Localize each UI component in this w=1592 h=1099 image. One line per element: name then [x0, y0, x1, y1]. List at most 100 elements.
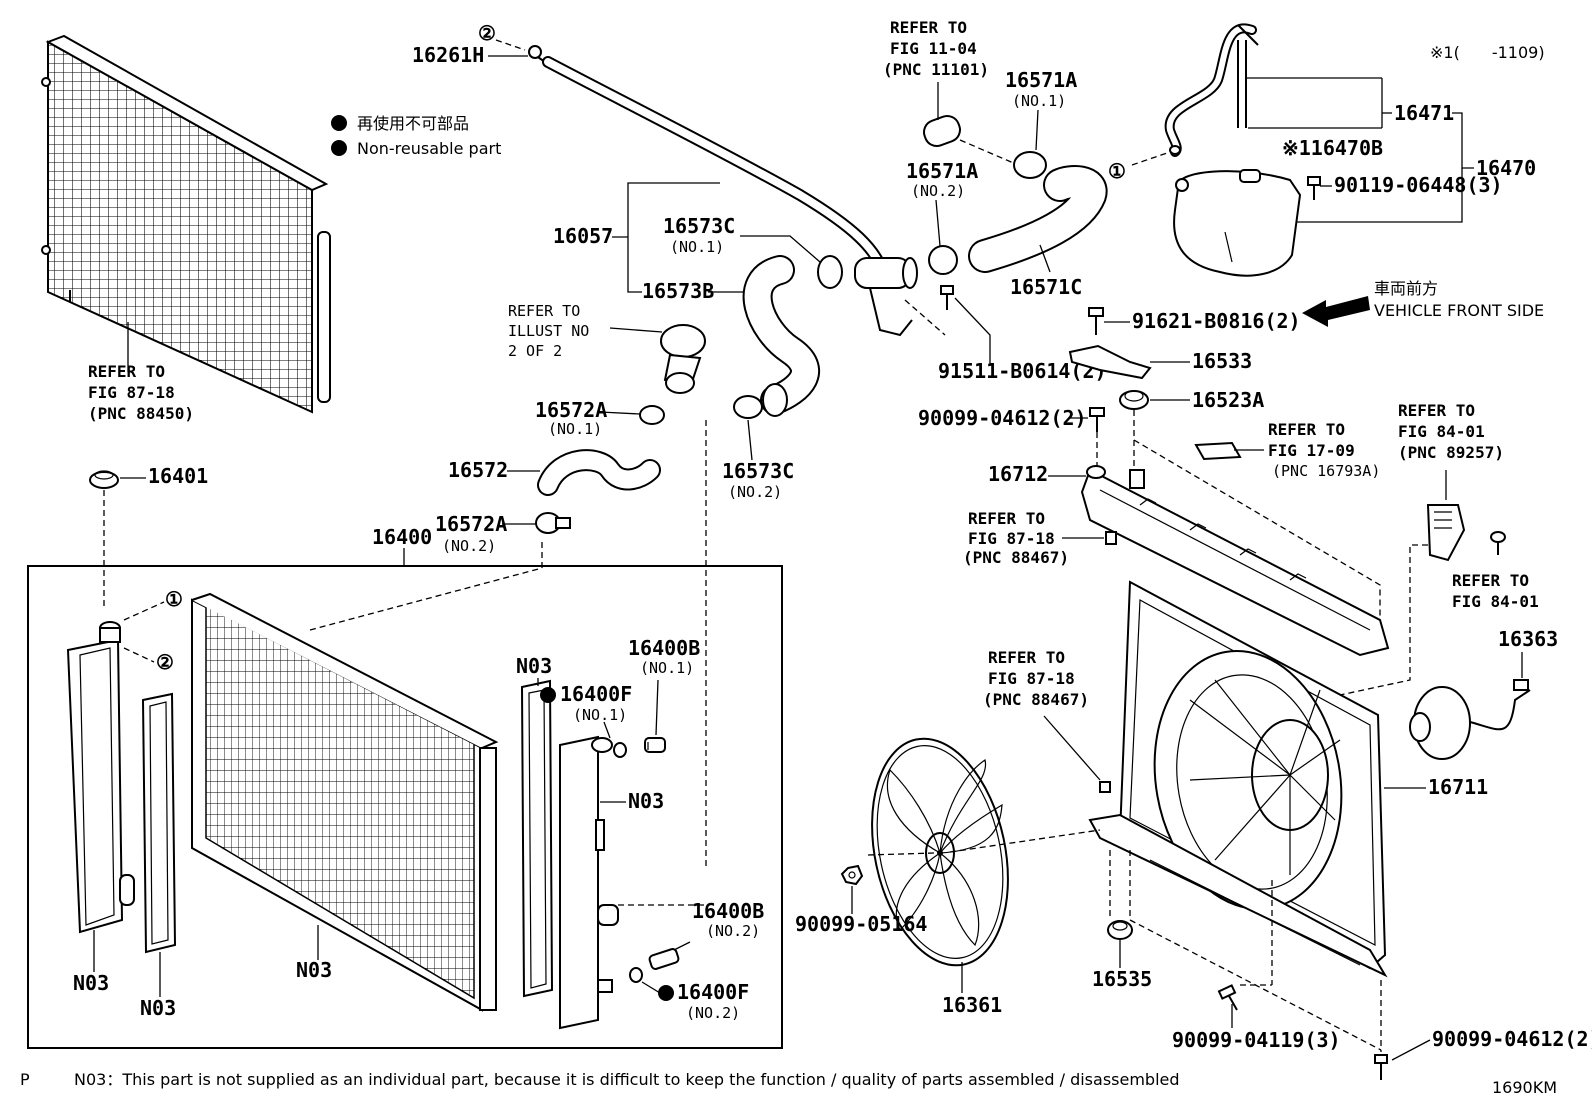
label-refs-r-fig8718-a-2: (PNC 88467) [963, 548, 1069, 567]
clamp-16573C-no2 [733, 395, 763, 419]
label-refs-r-fig8718-cond-1: FIG 87-18 [88, 383, 175, 402]
gasket-right [520, 679, 554, 998]
label-labels-p16471: 16471 [1394, 101, 1454, 125]
radiator-cap-16401 [89, 470, 119, 489]
label-labels-p90099-05164: 90099-05164 [795, 912, 927, 936]
label-labels-p16400b-1-sub: (NO.1) [640, 659, 694, 677]
label-labels-p16400: 16400 [372, 525, 432, 549]
condenser [41, 34, 331, 414]
nut-90099-05164 [840, 864, 864, 886]
label-legend-jp: 再使用不可部品 [357, 114, 469, 133]
label-labels-p16572: 16572 [448, 458, 508, 482]
label-16261H: 16261H [412, 43, 484, 67]
label-labels-p90099-04119: 90099-04119(3) [1172, 1028, 1341, 1052]
label-refs-r-fig1104-0: REFER TO [890, 18, 967, 37]
label-refs-r-fig8401b-0: REFER TO [1452, 571, 1529, 590]
label-refs-r-illust-2: 2 OF 2 [508, 342, 562, 360]
label-labels-n03-e: N03 [628, 789, 664, 813]
label-labels-p90099-04612b: 90099-04612(2) [1432, 1027, 1592, 1051]
bolt-connector [1490, 531, 1506, 555]
clamp-16571A-no1 [1013, 151, 1047, 179]
label-refs-r-illust-1: ILLUST NO [508, 322, 589, 340]
label-labels-p16573c-1: 16573C [663, 214, 735, 238]
refer-fig-87-18-condenser: REFER TO FIG 87-18 (PNC 88450) [88, 362, 194, 423]
label-refs-r-fig1104-2: (PNC 11101) [883, 60, 989, 79]
label-labels-p16400f-1: 16400F [560, 682, 632, 706]
label-labels-p16572a-1: 16572A [535, 398, 607, 422]
right-tank [559, 735, 619, 1030]
label-footer-left: P [20, 1070, 30, 1089]
label-labels-circ1-b: ① [165, 587, 183, 611]
label-legend-en: Non-reusable part [357, 139, 501, 158]
label-refs-r-fig8401a-1: FIG 84-01 [1398, 422, 1485, 441]
label-labels-p16535: 16535 [1092, 967, 1152, 991]
label-refs-r-fig1709-2: (PNC 16793A) [1272, 462, 1380, 480]
non-reusable-marker-icon [331, 140, 347, 156]
footer-note: N03：This part is not supplied as an indi… [74, 1070, 1180, 1089]
reservoir-hose-16471 [1164, 23, 1259, 157]
diagram-code: 1690KM [1492, 1078, 1557, 1097]
non-reusable-marker-icon [540, 687, 556, 703]
non-reusable-marker-icon [331, 115, 347, 131]
clamp-16572A-no1 [639, 405, 665, 425]
label-vehicle-front-jp: 車両前方 [1374, 279, 1438, 298]
label-labels-p16573c-1-sub: (NO.1) [670, 238, 724, 256]
bolt-90119 [1307, 176, 1321, 200]
left-tank [66, 621, 135, 934]
refer-fig-11-04: REFER TO FIG 11-04 (PNC 11101) [883, 18, 989, 79]
vehicle-front-arrow-icon [1302, 296, 1370, 327]
connector-89257 [1426, 504, 1466, 562]
label-labels-p16711: 16711 [1428, 775, 1488, 799]
label-labels-p16712: 16712 [988, 462, 1048, 486]
o-ring-16400F-no1 [613, 742, 627, 758]
bolt-91511 [940, 285, 954, 310]
radiator-core [191, 592, 499, 1012]
drain-plug-16400B-no2 [648, 948, 680, 970]
label-labels-n03-d: N03 [516, 654, 552, 678]
clip-16470B [1169, 145, 1181, 155]
label-16573B: 16573B [642, 279, 714, 303]
label-labels-p90099-04612a: 90099-04612(2) [918, 406, 1087, 430]
label-refs-r-fig8718-cond-2: (PNC 88450) [88, 404, 194, 423]
label-labels-p16533: 16533 [1192, 349, 1252, 373]
label-16057: 16057 [553, 224, 613, 248]
fan-motor-16363 [1409, 679, 1531, 760]
clamp-16573C-no1 [817, 255, 843, 289]
refer-fig-17-09: REFER TO FIG 17-09 (PNC 16793A) [1268, 420, 1380, 480]
refer-fig-84-01-b: REFER TO FIG 84-01 [1452, 571, 1539, 611]
label-labels-p16571a-1-sub: (NO.1) [1012, 92, 1066, 110]
clip-88467-lower [1099, 781, 1111, 793]
label-labels-n03-a: N03 [73, 971, 109, 995]
bolt-91621 [1088, 307, 1104, 335]
label-labels-p16400b-1: 16400B [628, 636, 700, 660]
label-labels-p90119: 90119-06448(3) [1334, 173, 1503, 197]
label-refs-r-fig8718-b-1: FIG 87-18 [988, 669, 1075, 688]
label-vehicle-front-en: VEHICLE FRONT SIDE [1374, 301, 1544, 320]
label-labels-p16571a-2: 16571A [906, 159, 978, 183]
fan-shroud-16711 [1088, 580, 1388, 978]
gasket-left [141, 692, 177, 954]
label-labels-circ2-b: ② [156, 650, 174, 674]
label-labels-p16363: 16363 [1498, 627, 1558, 651]
label-labels-circ2-a: ② [478, 21, 496, 45]
label-labels-p16573c-2: 16573C [722, 459, 794, 483]
label-labels-p16572a-1-sub: (NO.1) [548, 420, 602, 438]
label-refs-r-fig1104-1: FIG 11-04 [890, 39, 977, 58]
bolt-90099-04612-lower [1374, 1054, 1388, 1080]
label-labels-p16400f-2-sub: (NO.2) [686, 1004, 740, 1022]
label-labels-p16572a-2-sub: (NO.2) [442, 537, 496, 555]
label-refs-r-fig1709-0: REFER TO [1268, 420, 1345, 439]
label-labels-p16361: 16361 [942, 993, 1002, 1017]
water-outlet-pipe [854, 257, 918, 337]
hose-16571C [968, 165, 1108, 273]
bolt-90099-04612-upper [1089, 407, 1105, 432]
label-refs-r-illust-0: REFER TO [508, 302, 580, 320]
bracket-16533 [1068, 344, 1152, 380]
label-labels-p16470b: ※116470B [1282, 136, 1383, 160]
label-note-top-right: ※1( -1109) [1430, 43, 1545, 62]
clamp-16572A-no2 [535, 512, 571, 534]
label-refs-r-fig8718-a-1: FIG 87-18 [968, 529, 1055, 548]
label-labels-p16571a-1: 16571A [1005, 68, 1077, 92]
radiator-assembly-box [27, 565, 783, 1049]
legend: 再使用不可部品 Non-reusable part [331, 114, 501, 158]
